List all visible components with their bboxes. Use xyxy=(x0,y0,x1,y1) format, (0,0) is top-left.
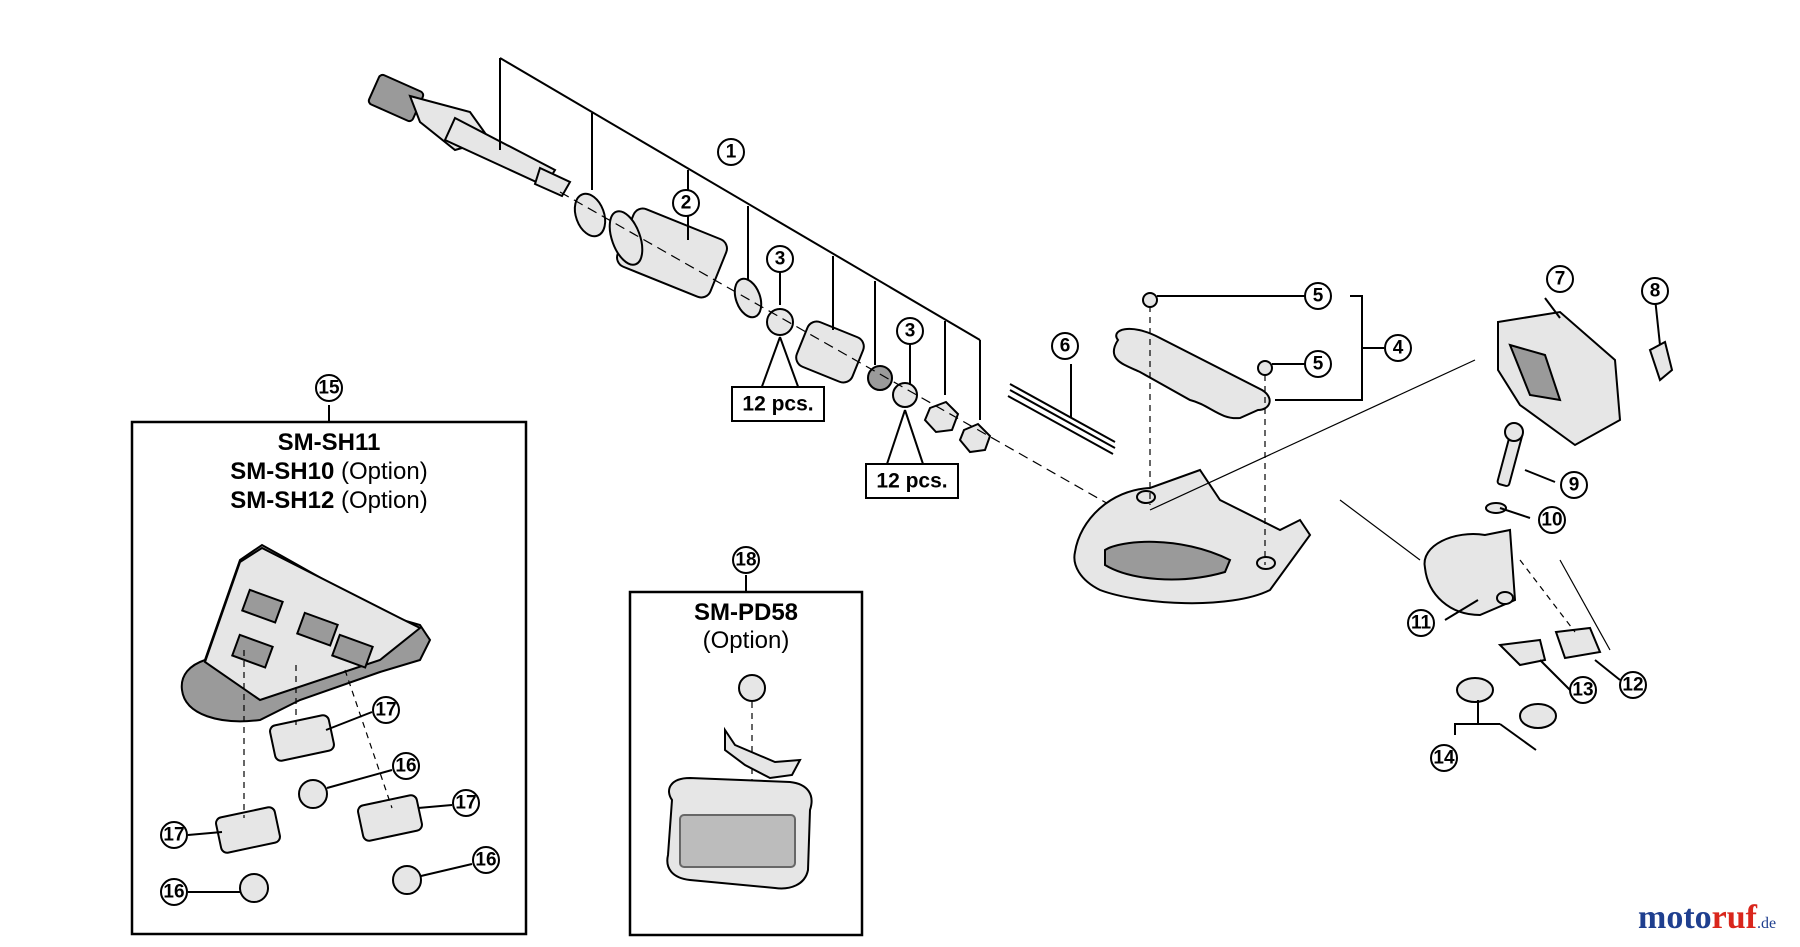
watermark-logo: motoruf.de xyxy=(1638,899,1776,936)
svg-text:16: 16 xyxy=(475,850,496,871)
svg-text:9: 9 xyxy=(1569,475,1580,496)
callout-13: 13 xyxy=(1569,676,1597,704)
callout-17a: 17 xyxy=(372,696,400,724)
reflector-subtitle: (Option) xyxy=(703,627,790,654)
qty-tag-1: 12 pcs. xyxy=(731,386,825,422)
cleat-title-2: SM-SH10 (Option) xyxy=(230,458,427,485)
axle-dust-seal xyxy=(573,192,607,238)
spring-plate xyxy=(1112,327,1271,420)
clip-washer xyxy=(1485,502,1507,514)
plate-screw-1 xyxy=(1142,292,1158,308)
callout-8: 8 xyxy=(1641,277,1669,305)
binding-housing xyxy=(1423,528,1517,617)
svg-text:13: 13 xyxy=(1572,680,1593,701)
svg-text:5: 5 xyxy=(1313,354,1324,375)
reflector-box: SM-PD58 (Option) xyxy=(628,575,864,937)
washer-ring xyxy=(733,277,763,319)
svg-text:7: 7 xyxy=(1555,269,1566,290)
cleat-title-1: SM-SH11 xyxy=(278,429,381,456)
binding-leader-lines xyxy=(1070,297,1661,751)
callout-6: 6 xyxy=(1051,332,1079,360)
binding-springs xyxy=(1456,677,1557,729)
callout-10: 10 xyxy=(1538,506,1566,534)
callout-5b: 5 xyxy=(1304,350,1332,378)
cleat-leader-lines xyxy=(187,711,473,893)
cleat-part xyxy=(180,543,432,723)
bearing-balls-1 xyxy=(766,308,794,336)
binding-cover xyxy=(1497,310,1622,447)
svg-text:3: 3 xyxy=(905,321,916,342)
svg-text:4: 4 xyxy=(1393,338,1404,359)
svg-text:5: 5 xyxy=(1313,286,1324,307)
svg-text:12 pcs.: 12 pcs. xyxy=(742,393,813,416)
callout-5a: 5 xyxy=(1304,282,1332,310)
callout-15: 15 xyxy=(315,374,343,402)
plate-leader-lines xyxy=(1157,295,1384,401)
cleat-dash-lines xyxy=(243,650,393,818)
callout-18: 18 xyxy=(732,546,760,574)
tension-indicator xyxy=(1648,340,1674,382)
svg-text:6: 6 xyxy=(1060,336,1071,357)
pedal-shaft-pin xyxy=(1007,383,1116,455)
pedal-axle xyxy=(367,73,572,198)
svg-text:18: 18 xyxy=(735,550,756,571)
callout-17c: 17 xyxy=(160,821,188,849)
callout-1: 1 xyxy=(717,138,745,166)
cleat-box: SM-SH11 SM-SH10 (Option) SM-SH12 (Option… xyxy=(130,405,528,936)
svg-text:14: 14 xyxy=(1433,748,1455,769)
callout-3a: 3 xyxy=(766,245,794,273)
svg-text:12: 12 xyxy=(1622,675,1643,696)
callout-17b: 17 xyxy=(452,789,480,817)
pedal-body xyxy=(1073,468,1312,605)
axle-leader-lines xyxy=(499,57,981,471)
reflector-part xyxy=(666,674,813,890)
bushing-sleeve xyxy=(795,320,865,384)
qty-tag-2: 12 pcs. xyxy=(865,463,959,499)
cleat-title-3: SM-SH12 (Option) xyxy=(230,487,427,514)
callout-16c: 16 xyxy=(160,878,188,906)
plate-screw-2 xyxy=(1257,360,1273,376)
callout-14: 14 xyxy=(1430,744,1458,772)
lock-nut xyxy=(923,400,960,434)
end-nut xyxy=(958,422,992,454)
callout-11: 11 xyxy=(1407,609,1435,637)
svg-text:11: 11 xyxy=(1411,613,1432,634)
svg-text:17: 17 xyxy=(163,825,184,846)
svg-text:12 pcs.: 12 pcs. xyxy=(876,470,947,493)
svg-text:3: 3 xyxy=(775,249,786,270)
callout-2: 2 xyxy=(672,189,700,217)
cleat-bolts xyxy=(239,779,422,903)
callout-9: 9 xyxy=(1560,471,1588,499)
plate-parts xyxy=(1497,626,1602,667)
svg-text:1: 1 xyxy=(726,142,737,163)
callout-3b: 3 xyxy=(896,317,924,345)
svg-text:8: 8 xyxy=(1650,281,1661,302)
callout-16a: 16 xyxy=(392,752,420,780)
svg-text:17: 17 xyxy=(375,700,396,721)
svg-text:10: 10 xyxy=(1541,510,1562,531)
svg-text:motoruf.de: motoruf.de xyxy=(1638,899,1776,936)
cup-threaded-sleeve xyxy=(608,207,728,299)
bearing-balls-2 xyxy=(892,382,918,408)
svg-text:17: 17 xyxy=(455,793,476,814)
reflector-title: SM-PD58 xyxy=(694,599,798,626)
svg-text:15: 15 xyxy=(318,378,340,399)
callout-12: 12 xyxy=(1619,671,1647,699)
svg-text:16: 16 xyxy=(395,756,416,777)
callout-4: 4 xyxy=(1384,334,1412,362)
cone-nut xyxy=(867,365,893,391)
svg-text:16: 16 xyxy=(163,882,184,903)
svg-text:2: 2 xyxy=(681,193,692,214)
cleat-washers xyxy=(215,714,423,854)
callout-7: 7 xyxy=(1546,265,1574,293)
callout-16b: 16 xyxy=(472,846,500,874)
tension-bolt xyxy=(1496,422,1524,487)
